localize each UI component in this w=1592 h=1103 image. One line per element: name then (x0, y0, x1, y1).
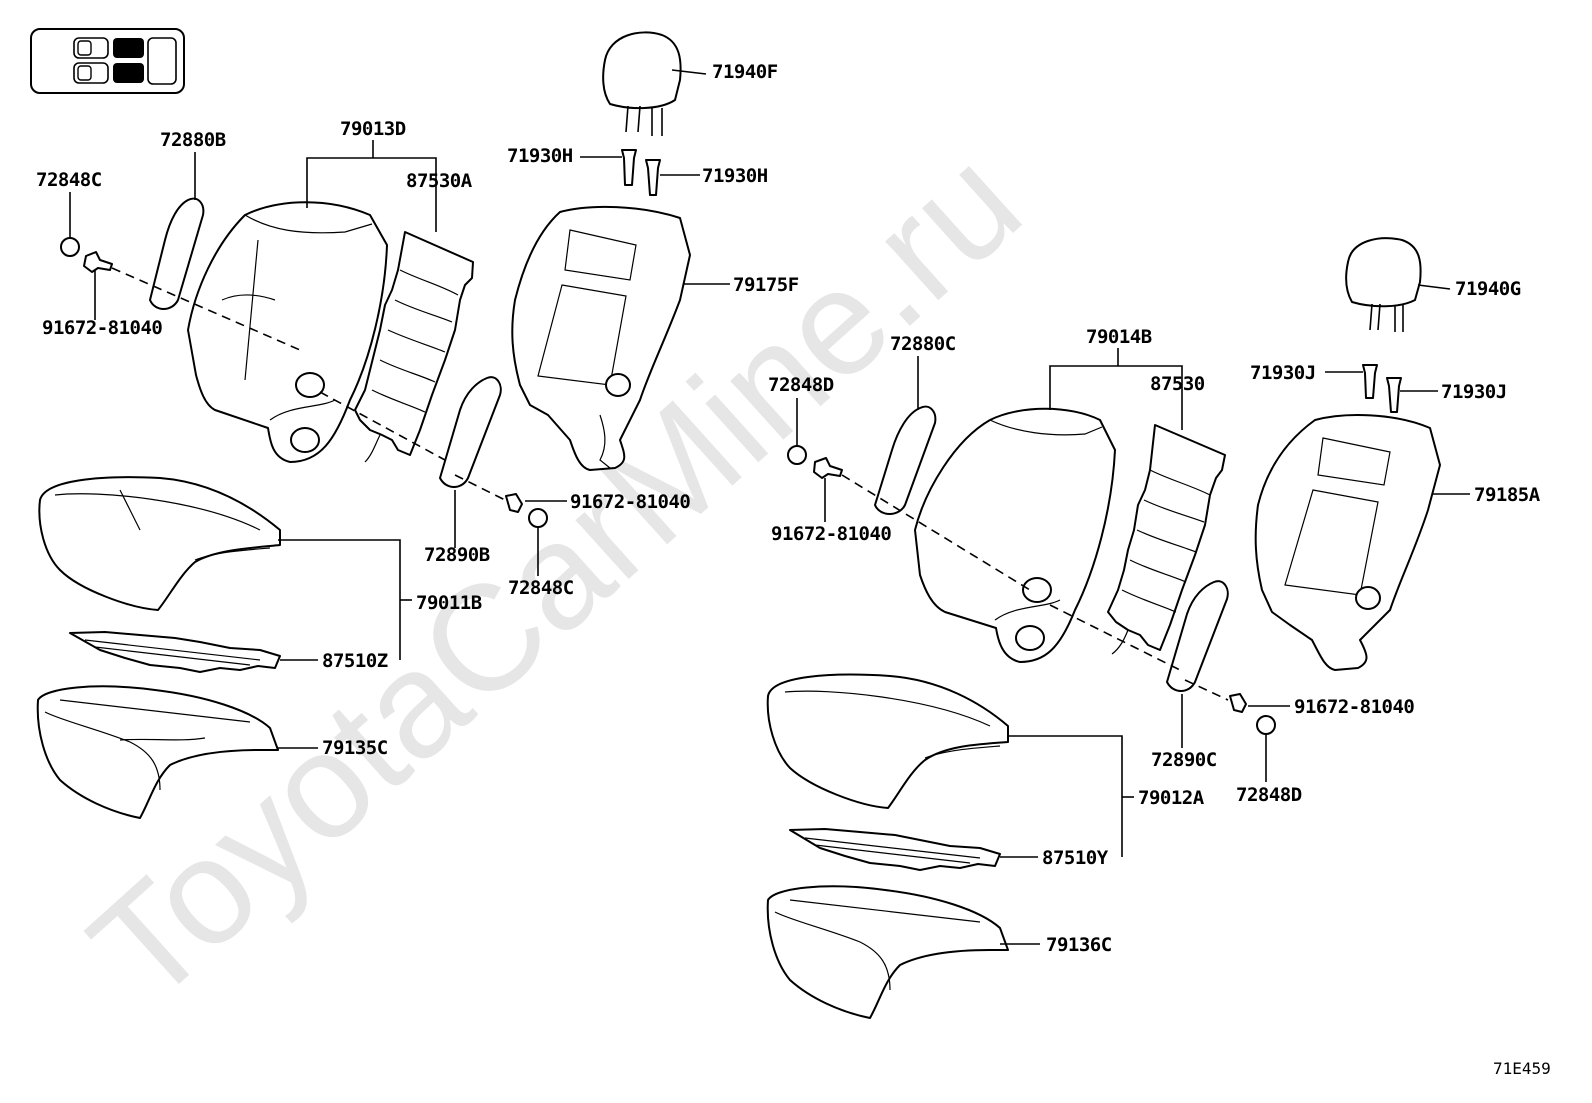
leader-lines (69, 69, 1470, 945)
headrest-guide-71930J-b (1386, 377, 1402, 413)
label-72848D-top: 72848D (768, 374, 834, 396)
label-91672-81040-far: 91672-81040 (1294, 696, 1414, 718)
side-cover-72890C (1166, 580, 1229, 692)
label-71930J-a: 71930J (1250, 362, 1316, 384)
label-79185A: 79185A (1474, 484, 1541, 506)
label-91672-81040-mid: 91672-81040 (570, 491, 690, 513)
label-79136C: 79136C (1046, 934, 1112, 956)
seatback-cover-79185A (1254, 414, 1441, 671)
label-91672-81040-right: 91672-81040 (771, 523, 891, 545)
bolt-91672-81040-far (1229, 693, 1247, 713)
label-71930H-b: 71930H (702, 165, 768, 187)
cushion-assembly-79011B (38, 476, 281, 611)
cushion-cover-79135C (36, 685, 279, 819)
label-71930H-a: 71930H (507, 145, 573, 167)
headrest-guide-71930H-b (645, 159, 661, 196)
label-72890B: 72890B (424, 544, 490, 566)
bolt-91672-81040-left (83, 251, 113, 273)
label-72848C-top: 72848C (36, 169, 102, 191)
seatback-assembly-79014B (914, 407, 1116, 663)
label-79014B: 79014B (1086, 326, 1152, 348)
label-72890C: 72890C (1151, 749, 1217, 771)
label-79011B: 79011B (416, 592, 482, 614)
seatback-assembly-79013D (187, 201, 388, 463)
label-79175F: 79175F (733, 274, 799, 296)
label-72848C-mid: 72848C (508, 577, 574, 599)
label-72880B: 72880B (160, 129, 226, 151)
label-71940F: 71940F (712, 61, 778, 83)
diagram-code: 71E459 (1493, 1059, 1551, 1078)
side-cover-72890B (439, 376, 502, 488)
headrest-71940F (602, 31, 682, 110)
headrest-guide-71930J-a (1362, 364, 1378, 399)
label-79135C: 79135C (322, 737, 388, 759)
side-cover-72880B (149, 197, 205, 310)
bolt-91672-81040-right (813, 457, 843, 479)
headrest-71940G (1345, 237, 1422, 308)
label-79013D: 79013D (340, 118, 406, 140)
side-cover-72880C (874, 405, 937, 515)
label-72880C: 72880C (890, 333, 956, 355)
cushion-heater-87510Z (69, 631, 281, 673)
bolt-91672-81040-mid (505, 493, 523, 513)
cap-72848C-top (60, 237, 80, 257)
left-seat-group (36, 31, 691, 819)
label-87530: 87530 (1150, 373, 1205, 395)
label-87530A: 87530A (406, 170, 473, 192)
label-71940G: 71940G (1455, 278, 1521, 300)
label-72848D-bottom: 72848D (1236, 784, 1302, 806)
seatback-heater-87530 (1107, 424, 1226, 651)
cushion-heater-87510Y (789, 828, 1001, 871)
part-labels: 72880B 79013D 72848C 87530A 91672-81040 … (36, 61, 1551, 1078)
label-91672-81040-left: 91672-81040 (42, 317, 162, 339)
label-79012A: 79012A (1138, 787, 1205, 809)
label-71930J-b: 71930J (1441, 381, 1507, 403)
seatback-cover-79175F (511, 205, 691, 471)
label-87510Z: 87510Z (322, 650, 388, 672)
cushion-assembly-79012A (766, 673, 1009, 809)
cap-72848D-bottom (1256, 715, 1276, 735)
cap-72848D-top (787, 445, 807, 465)
seat-position-key-icon (30, 28, 185, 94)
right-seat-group (766, 237, 1441, 1019)
cushion-cover-79136C (766, 885, 1009, 1019)
headrest-guide-71930H-a (621, 149, 637, 186)
label-87510Y: 87510Y (1042, 847, 1109, 869)
cap-72848C-mid (528, 508, 548, 528)
